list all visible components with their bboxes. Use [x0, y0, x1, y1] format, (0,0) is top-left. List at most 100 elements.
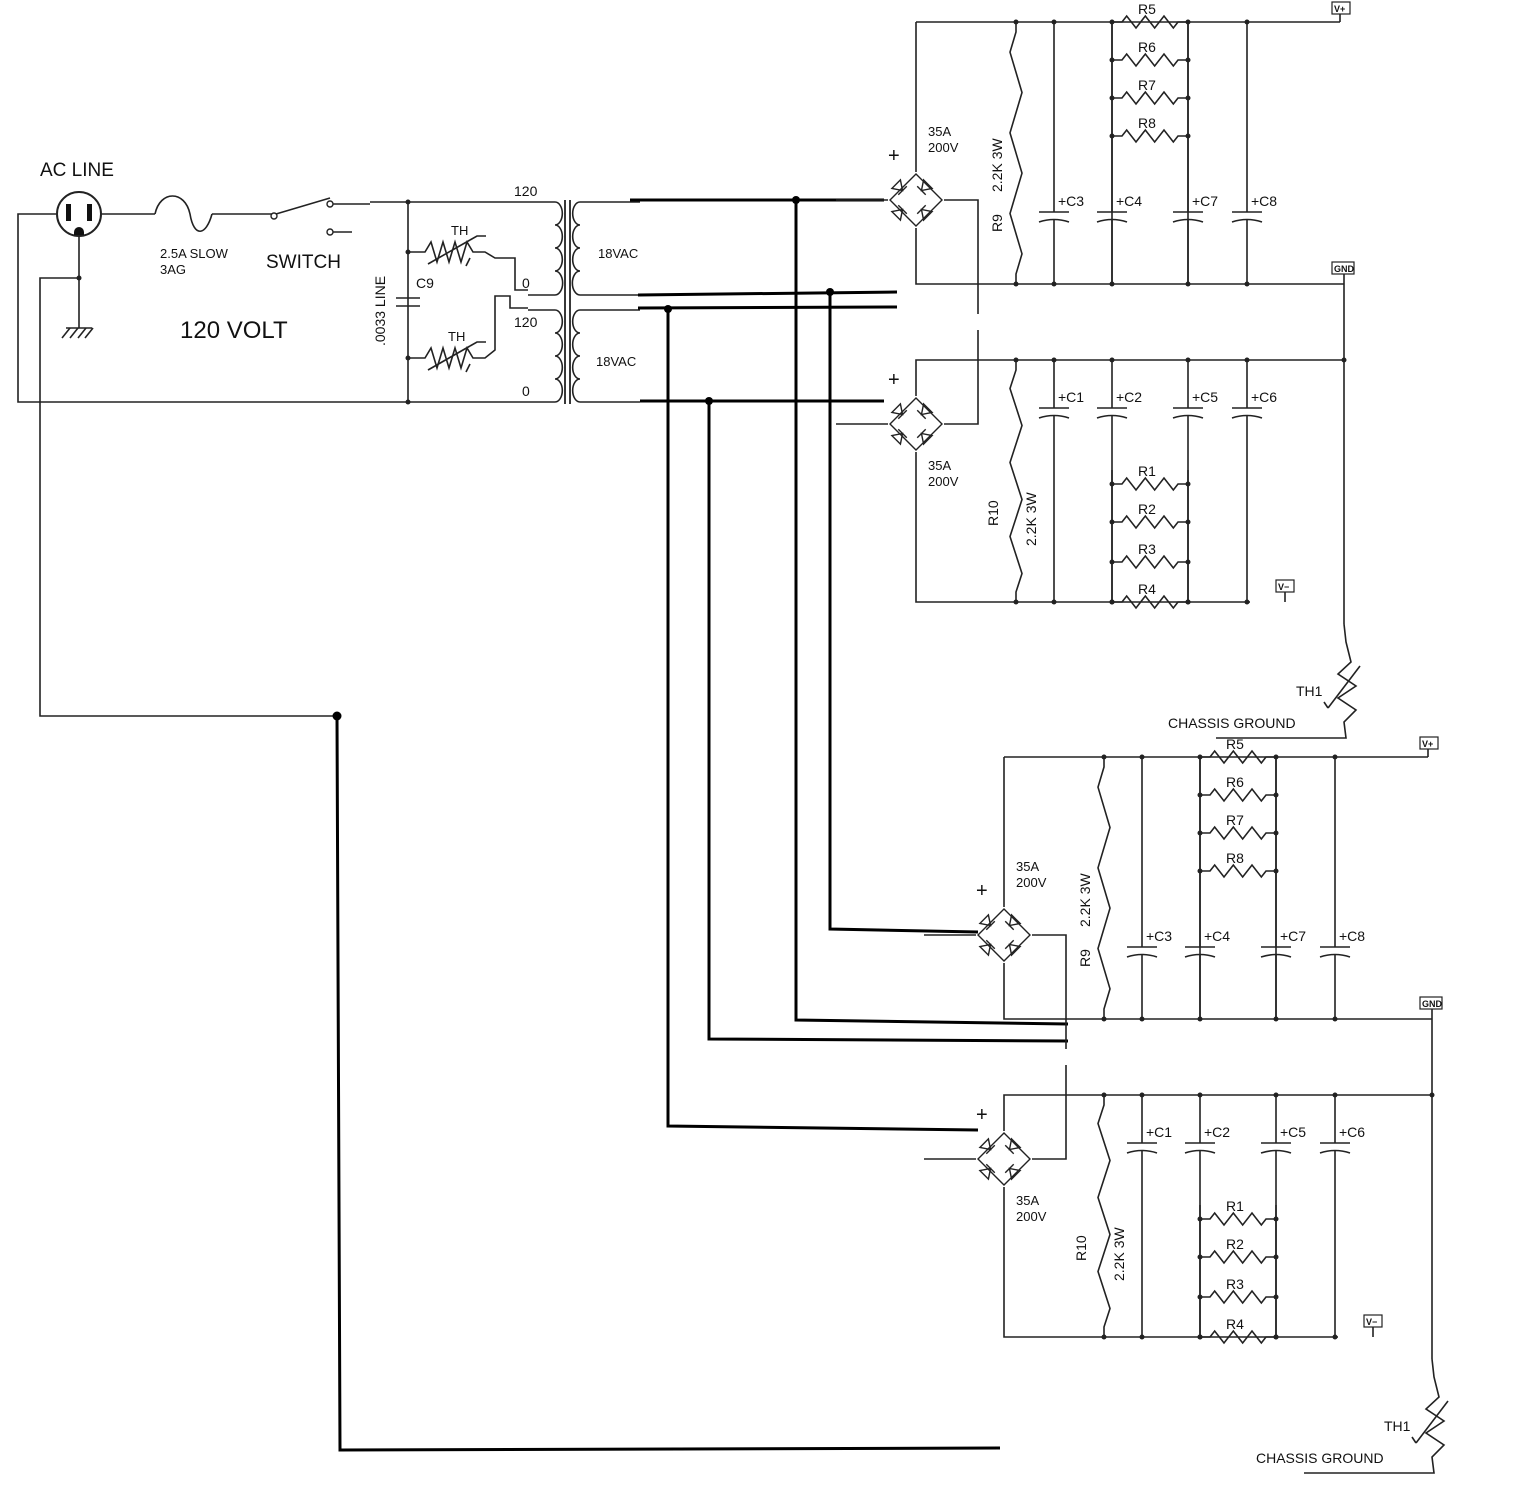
- c9-label: C9: [416, 275, 434, 291]
- resistor-r1-1: [1112, 476, 1188, 492]
- cap-c3-pos-2: +C3: [1126, 757, 1172, 1019]
- bridge-neg-rating-a: 35A: [928, 458, 951, 473]
- cap-c2-neg-2-label: +C2: [1204, 1124, 1230, 1140]
- r10-name: R10: [1073, 1235, 1089, 1261]
- cap-c7-pos-2-label: +C7: [1280, 928, 1306, 944]
- r9-name: R9: [1077, 949, 1093, 967]
- resistor-r4-label: R4: [1138, 581, 1156, 597]
- resistor-r8-2: [1200, 863, 1276, 879]
- interconnect-wiring: [332, 196, 1069, 1452]
- cap-c7-pos-2: +C7: [1260, 757, 1306, 1019]
- cap-c7-pos-1: +C7: [1172, 22, 1218, 284]
- vminus-tag-2-text: V−: [1366, 1317, 1377, 1327]
- th1-thermistor-2: [1304, 1358, 1449, 1474]
- resistor-r5-1: [1112, 14, 1188, 30]
- bridge-pos-1: [889, 173, 943, 227]
- gnd-tag-1-text: GND: [1334, 264, 1355, 274]
- cap-c1-neg-2-label: +C1: [1146, 1124, 1172, 1140]
- bridge-neg-plus: +: [976, 1104, 988, 1126]
- bridge-pos-2: [977, 908, 1031, 962]
- resistor-r1-label: R1: [1138, 463, 1156, 479]
- vplus-tag-1-text: V+: [1334, 4, 1345, 14]
- cap-c2-neg-2: +C2: [1184, 1095, 1230, 1337]
- vplus-tag-2: V+: [1419, 736, 1439, 750]
- th1-label: TH1: [1296, 683, 1323, 699]
- r9-resistor: [1009, 22, 1023, 284]
- cap-c8-pos-2: +C8: [1319, 757, 1365, 1019]
- pri-bot-0-label: 0: [522, 383, 530, 399]
- r10-name: R10: [985, 500, 1001, 526]
- earth-ground-icon: [61, 327, 94, 339]
- secondary-winding-top: [571, 201, 581, 296]
- cap-c6-neg-1: +C6: [1231, 360, 1277, 602]
- ac-outlet-icon: [56, 191, 102, 237]
- bridge-neg-rating-v: 200V: [928, 474, 959, 489]
- cap-c1-neg-2: +C1: [1126, 1095, 1172, 1337]
- r10-resistor: [1009, 360, 1023, 602]
- gnd-tag-1: GND: [1331, 261, 1355, 275]
- transformer: 120 0 120 0 18VAC 18VAC: [408, 183, 640, 404]
- sec-bot-label: 18VAC: [596, 354, 636, 369]
- resistor-r6-1: [1112, 52, 1188, 68]
- gnd-tag-2: GND: [1419, 996, 1443, 1010]
- r9-name: R9: [989, 214, 1005, 232]
- resistor-r4-label: R4: [1226, 1316, 1244, 1332]
- secondary-winding-bottom: [571, 309, 581, 403]
- resistor-r5-label: R5: [1138, 1, 1156, 17]
- cap-c2-neg-1-label: +C2: [1116, 389, 1142, 405]
- bridge-neg-1: [889, 397, 943, 451]
- resistor-r3-1: [1112, 554, 1188, 570]
- voltage-label: 120 VOLT: [180, 317, 288, 344]
- fuse-type-label: 3AG: [160, 262, 186, 277]
- r10-value: 2.2K 3W: [1111, 1227, 1127, 1281]
- sec-top-label: 18VAC: [598, 246, 638, 261]
- resistor-r2-label: R2: [1226, 1236, 1244, 1252]
- c9-value-label: .0033 LINE: [372, 276, 388, 346]
- cap-c3-pos-1: +C3: [1038, 22, 1084, 284]
- gnd-tag-2-text: GND: [1422, 999, 1443, 1009]
- r9-value: 2.2K 3W: [989, 138, 1005, 192]
- cap-c8-pos-2-label: +C8: [1339, 928, 1365, 944]
- switch-label: SWITCH: [266, 252, 341, 273]
- r9-value: 2.2K 3W: [1077, 873, 1093, 927]
- cap-c5-neg-2: +C5: [1260, 1095, 1306, 1337]
- vminus-tag-2: V−: [1363, 1314, 1383, 1328]
- vminus-tag-1: V−: [1275, 579, 1295, 593]
- cap-c8-pos-1-label: +C8: [1251, 193, 1277, 209]
- thermistor-top-label: TH: [451, 223, 468, 238]
- primary-winding-bottom: [554, 309, 564, 403]
- thermistor-bottom-label: TH: [448, 329, 465, 344]
- cap-c3-pos-1-label: +C3: [1058, 193, 1084, 209]
- cap-c1-neg-1: +C1: [1038, 360, 1084, 602]
- chassis-ground-label: CHASSIS GROUND: [1168, 715, 1296, 731]
- bridge-pos-plus: +: [976, 880, 988, 902]
- cap-c5-neg-1: +C5: [1172, 360, 1218, 602]
- vplus-tag-1: V+: [1331, 1, 1351, 15]
- bridge-pos-rating-v: 200V: [928, 140, 959, 155]
- vplus-tag-2-text: V+: [1422, 739, 1433, 749]
- pri-bot-120-label: 120: [514, 314, 538, 330]
- pri-top-120-label: 120: [514, 183, 538, 199]
- resistor-r6-label: R6: [1138, 39, 1156, 55]
- cap-c4-pos-2: +C4: [1184, 757, 1230, 1019]
- thermistor-top-icon: [408, 235, 528, 291]
- resistor-r8-1: [1112, 128, 1188, 144]
- resistor-r8-label: R8: [1226, 850, 1244, 866]
- bridge-pos-plus: +: [888, 145, 900, 167]
- th1-thermistor-1: [1216, 623, 1361, 739]
- bridge-pos-rating-a: 35A: [1016, 859, 1039, 874]
- resistor-r2-2: [1200, 1249, 1276, 1265]
- bridge-neg-rating-a: 35A: [1016, 1193, 1039, 1208]
- r10-value: 2.2K 3W: [1023, 492, 1039, 546]
- cap-c1-neg-1-label: +C1: [1058, 389, 1084, 405]
- resistor-r6-label: R6: [1226, 774, 1244, 790]
- resistor-r7-label: R7: [1226, 812, 1244, 828]
- resistor-r1-2: [1200, 1211, 1276, 1227]
- vminus-tag-1-text: V−: [1278, 582, 1289, 592]
- cap-c8-pos-1: +C8: [1231, 22, 1277, 284]
- cap-c6-neg-1-label: +C6: [1251, 389, 1277, 405]
- thermistor-bottom-icon: [408, 295, 528, 373]
- ac-line-label: AC LINE: [40, 160, 114, 181]
